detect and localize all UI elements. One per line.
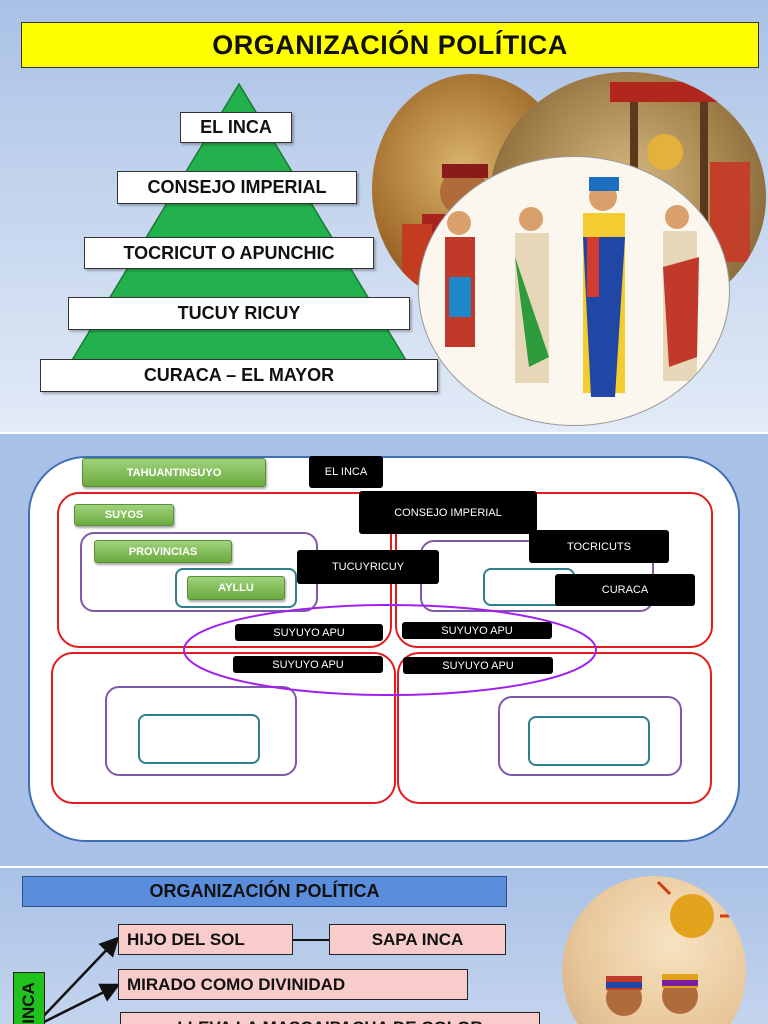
region-box-bottom-right	[397, 652, 712, 804]
pyramid-level-tocricut: TOCRICUT O APUNCHIC	[84, 237, 374, 269]
pyramid-level-tucuy: TUCUY RICUY	[68, 297, 410, 330]
label-ayllu: AYLLU	[187, 576, 285, 600]
ayllu-box-bottom-right	[528, 716, 650, 766]
pyramid-level-consejo: CONSEJO IMPERIAL	[117, 171, 357, 204]
label-suyos: SUYOS	[74, 504, 174, 526]
ayllu-box-top-left	[175, 568, 297, 608]
inca-nobles-illustration	[445, 177, 699, 397]
item-sapa-inca: SAPA INCA	[329, 924, 506, 955]
inca-side-label: INCA	[19, 982, 38, 1024]
sun-illustration	[606, 876, 738, 1016]
apu-oval	[183, 604, 597, 696]
pyramid-level-curaca: CURACA – EL MAYOR	[40, 359, 438, 392]
connector-line	[293, 939, 329, 941]
label-curaca: CURACA	[555, 574, 695, 606]
arrows-connector	[35, 936, 121, 1024]
label-tucuyricuy: TUCUYRICUY	[297, 550, 439, 584]
slide-hierarchy-diagram: TAHUANTINSUYO SUYOS PROVINCIAS AYLLU EL …	[0, 434, 768, 866]
label-tocricuts: TOCRICUTS	[529, 530, 669, 563]
provincia-box-bottom-right	[498, 696, 682, 776]
slide-political-pyramid: ORGANIZACIÓN POLÍTICA EL INCA CONSEJO IM…	[0, 0, 768, 432]
item-hijo-del-sol: HIJO DEL SOL	[118, 924, 293, 955]
label-provincias: PROVINCIAS	[94, 540, 232, 563]
ayllu-box-bottom-left	[138, 714, 260, 764]
label-suyuyo-apu-2: SUYUYO APU	[402, 622, 552, 639]
item-mirado-divinidad: MIRADO COMO DIVINIDAD	[118, 969, 468, 1000]
illustration-circle-nobles	[418, 156, 730, 426]
region-box-bottom-left	[51, 652, 396, 804]
label-tahuantinsuyo: TAHUANTINSUYO	[82, 458, 266, 487]
label-suyuyo-apu-4: SUYUYO APU	[403, 657, 553, 674]
pyramid-level-inca: EL INCA	[180, 112, 292, 143]
label-suyuyo-apu-1: SUYUYO APU	[235, 624, 383, 641]
item-mascaipacha: LLEVA LA MASCAIPACHA DE COLOR	[120, 1012, 540, 1024]
label-el-inca: EL INCA	[309, 456, 383, 488]
label-consejo-imperial: CONSEJO IMPERIAL	[359, 491, 537, 534]
illustration-circle-sun-god	[562, 876, 746, 1024]
inca-side-tag: INCA	[13, 972, 45, 1024]
slide1-title: ORGANIZACIÓN POLÍTICA	[21, 22, 759, 68]
provincia-box-bottom-left	[105, 686, 297, 776]
slide-inca-attributes: ORGANIZACIÓN POLÍTICA HIJO DEL SOL SAPA …	[0, 868, 768, 1024]
slide3-title: ORGANIZACIÓN POLÍTICA	[22, 876, 507, 907]
label-suyuyo-apu-3: SUYUYO APU	[233, 656, 383, 673]
